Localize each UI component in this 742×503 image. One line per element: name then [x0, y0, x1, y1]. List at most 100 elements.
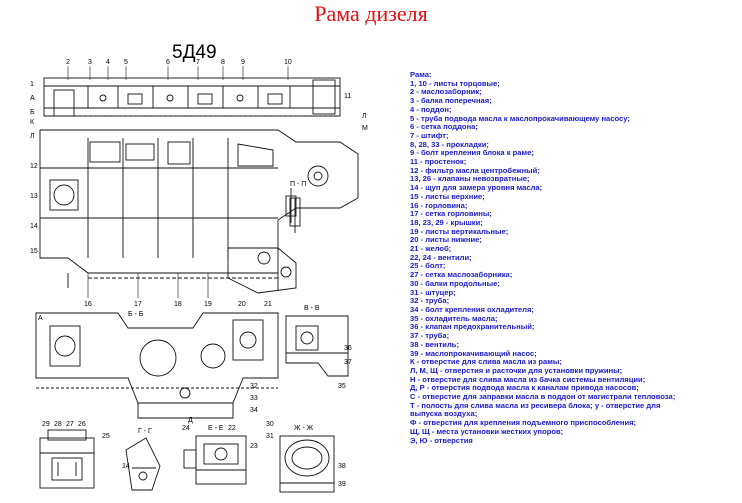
svg-text:Г - Г: Г - Г [138, 428, 152, 435]
legend-item: 22, 24 - вентили; [410, 253, 472, 262]
svg-text:23: 23 [250, 443, 258, 450]
section-v-v [285, 315, 349, 377]
legend-item: 27 - сетка маслозаборника; [410, 271, 513, 280]
svg-text:36: 36 [344, 345, 352, 352]
frame-plan-view [39, 129, 359, 294]
svg-text:П - П: П - П [290, 181, 306, 188]
svg-text:11: 11 [344, 93, 351, 100]
svg-text:2: 2 [66, 59, 70, 66]
legend-item: Д, Р - отверстия подвода масла к каналам… [410, 384, 639, 393]
legend-item: 38 - вентиль; [410, 340, 459, 349]
svg-text:6: 6 [166, 59, 170, 66]
legend-item: С - отверстие для заправки масла в поддо… [410, 393, 676, 402]
svg-text:38: 38 [338, 463, 346, 470]
legend-list: 1, 10 - листы торцовые;2 - маслозаборник… [410, 80, 738, 446]
legend-item: 20 - листы нижние; [410, 236, 482, 245]
svg-text:А: А [38, 315, 43, 322]
legend-item: Ф - отверстия для крепления подъемного п… [410, 419, 637, 428]
svg-text:37: 37 [344, 359, 352, 366]
svg-text:28: 28 [54, 421, 62, 428]
svg-text:15: 15 [30, 248, 38, 255]
legend-item: 34 - болт крепления охладителя; [410, 305, 534, 314]
legend-item: 1, 10 - листы торцовые; [410, 79, 500, 88]
legend-item: 25 - болт; [410, 262, 446, 271]
svg-text:5: 5 [124, 59, 128, 66]
legend-item: 11 - простенок; [410, 158, 467, 167]
legend-item: 19 - листы вертикальные; [410, 227, 509, 236]
legend-header: Рама: [410, 71, 432, 79]
svg-text:Б - Б: Б - Б [128, 311, 144, 318]
svg-text:А: А [30, 95, 35, 102]
legend-item: Н - отверстие для слива масла из бачка с… [410, 375, 646, 384]
svg-text:31: 31 [266, 433, 274, 440]
legend-item: 21 - желоб; [410, 245, 452, 254]
svg-text:20: 20 [238, 301, 246, 308]
svg-text:21: 21 [264, 301, 272, 308]
section-e-e [183, 435, 247, 485]
svg-text:К: К [30, 119, 35, 126]
legend-item: 8, 28, 33 - прокладки; [410, 140, 489, 149]
section-g-g [125, 437, 161, 491]
legend-item: выпуска воздуха; [410, 410, 478, 419]
legend-item: 17 - сетка горловины; [410, 210, 492, 219]
svg-text:12: 12 [30, 163, 38, 170]
legend-item: 4 - поддон; [410, 105, 452, 114]
legend-item: 32 - труба; [410, 297, 450, 306]
legend-item: 2 - маслозаборник; [410, 88, 482, 97]
svg-text:9: 9 [241, 59, 245, 66]
legend-item: 6 - сетка поддона; [410, 123, 478, 132]
svg-text:Л: Л [30, 133, 35, 140]
frame-side-view [43, 77, 341, 117]
svg-text:10: 10 [284, 59, 292, 66]
legend-item: Т - полость для слива масла из ресивера … [410, 401, 661, 410]
svg-text:14: 14 [122, 463, 130, 470]
svg-text:35: 35 [338, 383, 346, 390]
legend-item: 30 - балки продольные; [410, 279, 500, 288]
legend-item: 37 - труба; [410, 332, 450, 341]
svg-text:17: 17 [134, 301, 142, 308]
svg-text:29: 29 [42, 421, 50, 428]
legend-item: 3 - балка поперечная; [410, 97, 492, 106]
svg-text:4: 4 [106, 59, 110, 66]
svg-text:33: 33 [250, 395, 258, 402]
svg-text:Л: Л [362, 113, 367, 120]
section-b-b [35, 312, 279, 419]
legend-item: 13, 26 - клапаны невозвратные; [410, 175, 530, 184]
svg-text:13: 13 [30, 193, 38, 200]
detail-p-p [285, 188, 297, 223]
legend-item: 39 - маслопрокачивающий насос; [410, 349, 537, 358]
legend-panel: Рама: 1, 10 - листы торцовые;2 - маслоза… [410, 71, 738, 445]
svg-text:Д: Д [188, 417, 193, 424]
svg-text:27: 27 [66, 421, 74, 428]
legend-item: 14 - щуп для замера уровня масла; [410, 184, 543, 193]
svg-text:34: 34 [250, 407, 258, 414]
svg-text:26: 26 [78, 421, 86, 428]
legend-item: 16 - горловина; [410, 201, 468, 210]
svg-text:14: 14 [30, 223, 38, 230]
legend-item: 12 - фильтр масла центробежный; [410, 166, 540, 175]
svg-text:25: 25 [102, 433, 110, 440]
legend-item: К - отверстие для слива масла из рамы; [410, 358, 562, 367]
svg-text:7: 7 [196, 59, 200, 66]
svg-text:30: 30 [266, 421, 274, 428]
section-zh-zh [279, 435, 335, 493]
svg-text:32: 32 [250, 383, 258, 390]
section-left-bottom [39, 429, 95, 489]
legend-item: 9 - болт крепления блока к раме; [410, 149, 534, 158]
svg-text:Б: Б [30, 109, 35, 116]
svg-text:Ж - Ж: Ж - Ж [294, 425, 314, 432]
legend-item: 36 - клапан предохранительный; [410, 323, 535, 332]
legend-item: Э, Ю - отверстия [410, 436, 473, 445]
svg-text:3: 3 [88, 59, 92, 66]
svg-text:19: 19 [204, 301, 212, 308]
legend-item: Щ, Щ - места установки жестких упоров; [410, 427, 564, 436]
legend-item: 7 - штифт; [410, 131, 449, 140]
svg-text:18: 18 [174, 301, 182, 308]
legend-item: 15 - листы верхние; [410, 192, 485, 201]
page-title: Рама дизеля [314, 1, 428, 26]
svg-text:М: М [362, 125, 368, 132]
svg-text:В - В: В - В [304, 305, 320, 312]
legend-item: Л, М, Щ - отверстия и расточки для устан… [410, 366, 623, 375]
legend-item: 18, 23, 29 - крышки; [410, 218, 483, 227]
